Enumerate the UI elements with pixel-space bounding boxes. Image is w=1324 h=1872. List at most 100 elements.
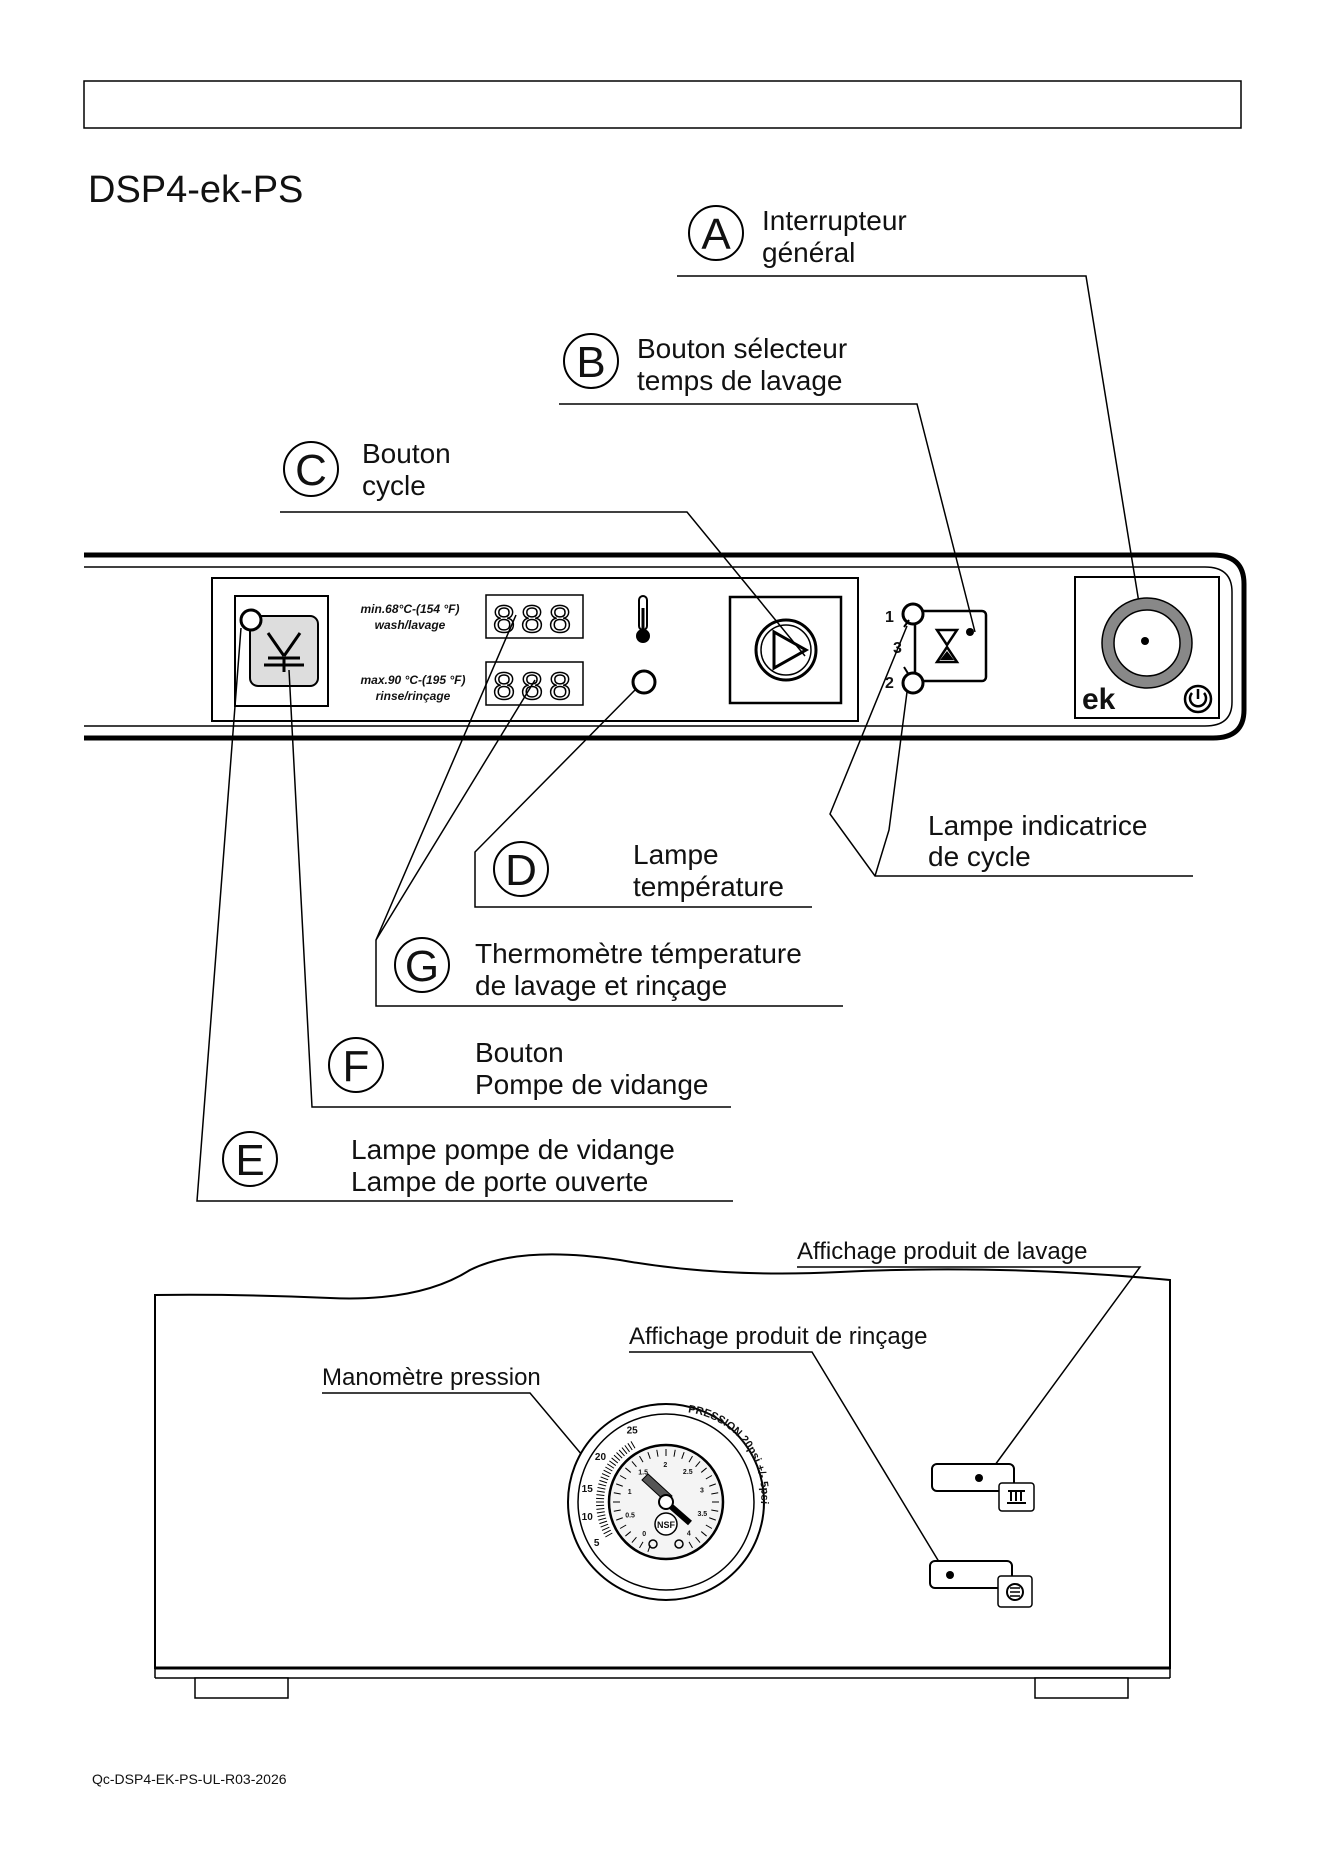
gauge-outer-tick	[624, 1445, 630, 1453]
gauge-label: Manomètre pression	[322, 1364, 541, 1391]
gauge-outer-tick	[599, 1479, 608, 1484]
cycle-button[interactable]	[728, 595, 843, 705]
drain-pump-lamp	[239, 608, 263, 632]
gauge-outer-tick	[616, 1452, 623, 1459]
gauge-outer-tick	[607, 1463, 615, 1469]
gauge-inner-tick-label: 4	[687, 1530, 691, 1537]
temperature-lamp	[631, 669, 657, 695]
callout-d: D Lampe température	[493, 839, 784, 902]
gauge-outer-tick	[613, 1454, 621, 1461]
callout-f: F Bouton Pompe de vidange	[328, 1037, 709, 1100]
callout-g-letter: G	[405, 942, 439, 991]
callout-e: E Lampe pompe de vidange Lampe de porte …	[222, 1131, 675, 1197]
gauge-inner-tick	[688, 1541, 693, 1549]
gauge-inner-tick	[711, 1492, 719, 1495]
callout-d-line1: Lampe	[633, 839, 719, 870]
cycle-time-selector-button[interactable]	[913, 609, 988, 683]
wash-product-label: Affichage produit de lavage	[797, 1238, 1087, 1265]
gauge-outer-tick	[609, 1460, 617, 1466]
gauge-inner-tick	[656, 1449, 659, 1457]
callout-b-line2: temps de lavage	[637, 365, 842, 396]
gauge-inner-tick	[613, 1509, 621, 1512]
callout-g-line1: Thermomètre témperature	[475, 938, 802, 969]
callout-e-letter: E	[235, 1136, 264, 1185]
cycle-lamp-1	[901, 602, 925, 626]
callout-a-line2: général	[762, 237, 855, 268]
gauge-outer-tick	[600, 1523, 609, 1528]
callout-a-letter: A	[701, 210, 731, 259]
gauge-inner-tick-label: 2.5	[683, 1469, 693, 1476]
gauge-outer-tick	[600, 1476, 609, 1481]
callout-a: A Interrupteur général	[677, 205, 1146, 641]
gauge-outer-tick	[611, 1457, 619, 1464]
gauge-inner-tick-label: 1	[628, 1489, 632, 1496]
rinse-display-digits: 888	[492, 667, 576, 712]
gauge-inner-tick	[700, 1467, 707, 1473]
gauge-outer-tick	[596, 1511, 605, 1514]
callout-c-line2: cycle	[362, 470, 426, 501]
gauge-outer-tick	[603, 1529, 611, 1535]
gauge-inner-tick	[616, 1517, 623, 1521]
callout-f-letter: F	[343, 1042, 370, 1091]
power-icon	[1183, 684, 1213, 714]
brand-logo: ek	[1082, 683, 1116, 716]
callout-c-letter: C	[295, 446, 327, 495]
gauge-outer-tick	[596, 1507, 605, 1510]
gauge-inner-tick	[711, 1509, 719, 1512]
gauge-inner-tick-label: 3	[700, 1488, 704, 1495]
gauge-inner-tick-label: 3.5	[697, 1511, 707, 1518]
cycle-num-1: 1	[885, 609, 894, 626]
header-frame	[83, 80, 1242, 129]
gauge-outer-tick	[597, 1514, 606, 1518]
gauge-inner-tick-label: 1.5	[638, 1470, 648, 1477]
page-title: DSP4-ek-PS	[88, 169, 303, 211]
callout-e-line2: Lampe de porte ouverte	[351, 1166, 648, 1197]
drain-pump-button[interactable]	[249, 615, 319, 687]
gauge-inner-tick	[709, 1483, 716, 1487]
gauge-inner-tick	[695, 1461, 701, 1468]
callout-a-line1: Interrupteur	[762, 205, 907, 236]
gauge-outer-tick	[596, 1494, 605, 1497]
gauge-inner-tick-label: 0.5	[625, 1512, 635, 1519]
gauge-inner-tick	[709, 1517, 716, 1521]
leader-lines	[196, 614, 1193, 1202]
wash-temperature-display	[485, 594, 584, 639]
callout-e-line1: Lampe pompe de vidange	[351, 1134, 675, 1165]
gauge-inner-tick	[625, 1467, 632, 1473]
gauge-inner-tick	[695, 1536, 701, 1543]
gauge-outer-tick	[598, 1517, 607, 1521]
gauge-inner-tick-label: 0	[642, 1531, 646, 1538]
gauge-outer-tick	[630, 1441, 636, 1449]
wash-product-display	[931, 1463, 1015, 1492]
cycle-lamp-line1: Lampe indicatrice	[928, 810, 1147, 841]
gauge-outer-tick-label: 25	[627, 1425, 639, 1436]
callout-b-line1: Bouton sélecteur	[637, 333, 847, 364]
callout-cycle-lamp: Lampe indicatrice de cycle	[928, 810, 1147, 872]
callout-d-line2: température	[633, 871, 784, 902]
gauge-outer-tick	[596, 1490, 605, 1493]
cycle-lamp-2	[901, 671, 925, 695]
cycle-num-2: 2	[885, 675, 894, 692]
gauge-outer-tick-label: 15	[582, 1484, 594, 1495]
control-panel: min.68°C-(154 °F) wash/lavage max.90 °C-…	[84, 552, 1247, 741]
cycle-lamp-line2: de cycle	[928, 841, 1031, 872]
rinse-label-1: max.90 °C-(195 °F)	[361, 673, 466, 687]
gauge-outer-tick-label: 20	[595, 1452, 607, 1463]
rinse-label-2: rinse/rinçage	[376, 689, 451, 703]
callout-g-line2: de lavage et rinçage	[475, 970, 727, 1001]
selector-dot	[966, 628, 974, 636]
thermometer-icon	[636, 595, 650, 643]
wash-display-digits: 888	[492, 600, 576, 645]
gauge-inner-tick	[705, 1475, 713, 1480]
gauge-outer-tick	[621, 1447, 628, 1455]
callout-f-line1: Bouton	[475, 1037, 564, 1068]
gauge-outer-tick	[605, 1466, 613, 1472]
gauge-inner-tick	[619, 1475, 627, 1480]
callout-g: G Thermomètre témperature de lavage et r…	[394, 937, 802, 1001]
rinse-product-label: Affichage produit de rinçage	[629, 1323, 927, 1350]
gauge-inner-tick	[673, 1449, 676, 1457]
wash-label-1: min.68°C-(154 °F)	[361, 602, 460, 616]
display-module	[211, 577, 859, 722]
gauge-nsf: NSF	[657, 1520, 676, 1530]
